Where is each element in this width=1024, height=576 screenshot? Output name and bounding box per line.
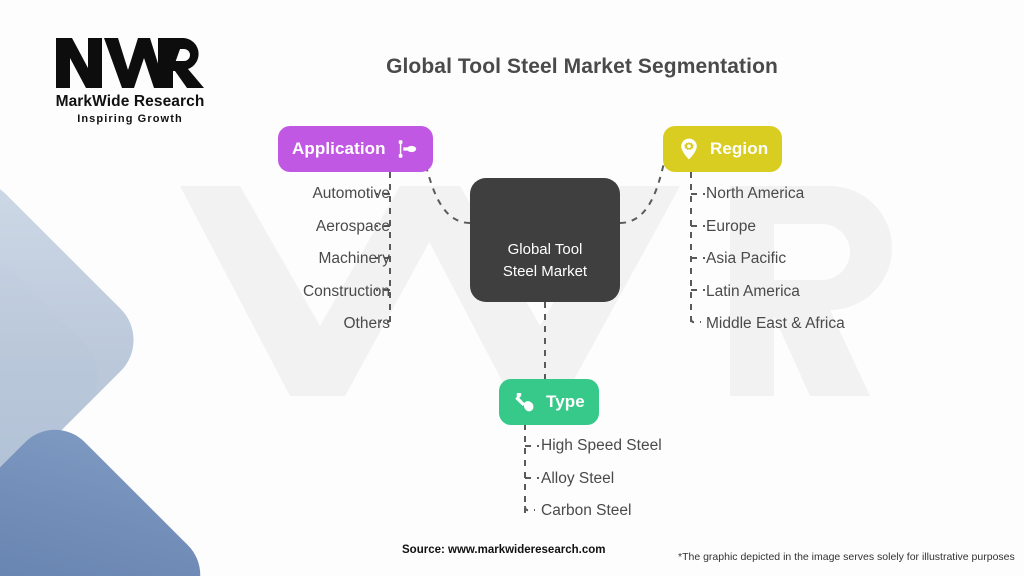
list-item: Carbon Steel [541, 502, 632, 519]
logo-company-name: MarkWide Research [55, 93, 205, 110]
list-item: North America [706, 185, 805, 202]
tick-type-2 [524, 505, 536, 512]
shovel-icon [513, 390, 537, 414]
center-node[interactable]: Global Tool Steel Market [470, 178, 620, 302]
center-node-label-line2: Steel Market [502, 262, 588, 280]
list-item: Others [343, 315, 390, 332]
source-text: Source: www.markwideresearch.com [402, 544, 606, 556]
branch-badge-application[interactable]: Application [278, 126, 433, 172]
link-center-region [619, 149, 669, 224]
tick-region-4 [690, 317, 702, 324]
branch-badge-region[interactable]: Region [663, 126, 783, 172]
list-item: Alloy Steel [541, 469, 615, 487]
branch-badge-type-label: Type [546, 392, 585, 411]
list-item: Middle East & Africa [706, 315, 845, 332]
list-item: Machinery [318, 250, 391, 267]
list-item: Aerospace [315, 217, 390, 235]
decorative-square-light [0, 163, 152, 517]
brand-logo: MarkWide Research Inspiring Growth [30, 34, 230, 125]
list-item: Europe [706, 217, 756, 235]
branch-items-region: North America Europe Asia Pacific Latin … [706, 186, 1006, 349]
branch-badge-region-label: Region [710, 139, 769, 158]
decorative-square-light-back [0, 198, 116, 552]
logo-tagline: Inspiring Growth [77, 113, 183, 125]
disclaimer-text: *The graphic depicted in the image serve… [678, 551, 1015, 563]
branch-items-application: Automotive Aerospace Machinery Construct… [150, 186, 390, 349]
page-title: Global Tool Steel Market Segmentation [386, 55, 778, 78]
map-pin-gear-icon [677, 137, 701, 161]
list-item: High Speed Steel [541, 437, 662, 454]
logo-mark-icon [56, 38, 204, 88]
center-node-label: Global Tool Steel Market [470, 239, 620, 282]
tool-plug-icon [395, 137, 419, 161]
decorative-square-dark [0, 412, 218, 576]
list-item: Latin America [706, 282, 800, 300]
list-item: Asia Pacific [706, 250, 787, 267]
branch-badge-application-label: Application [292, 139, 386, 158]
branch-items-type: High Speed Steel Alloy Steel Carbon Stee… [541, 438, 841, 536]
list-item: Construction [302, 282, 390, 300]
branch-badge-type[interactable]: Type [499, 379, 599, 425]
list-item: Automotive [312, 185, 390, 202]
center-node-label-line1: Global Tool [507, 241, 583, 259]
